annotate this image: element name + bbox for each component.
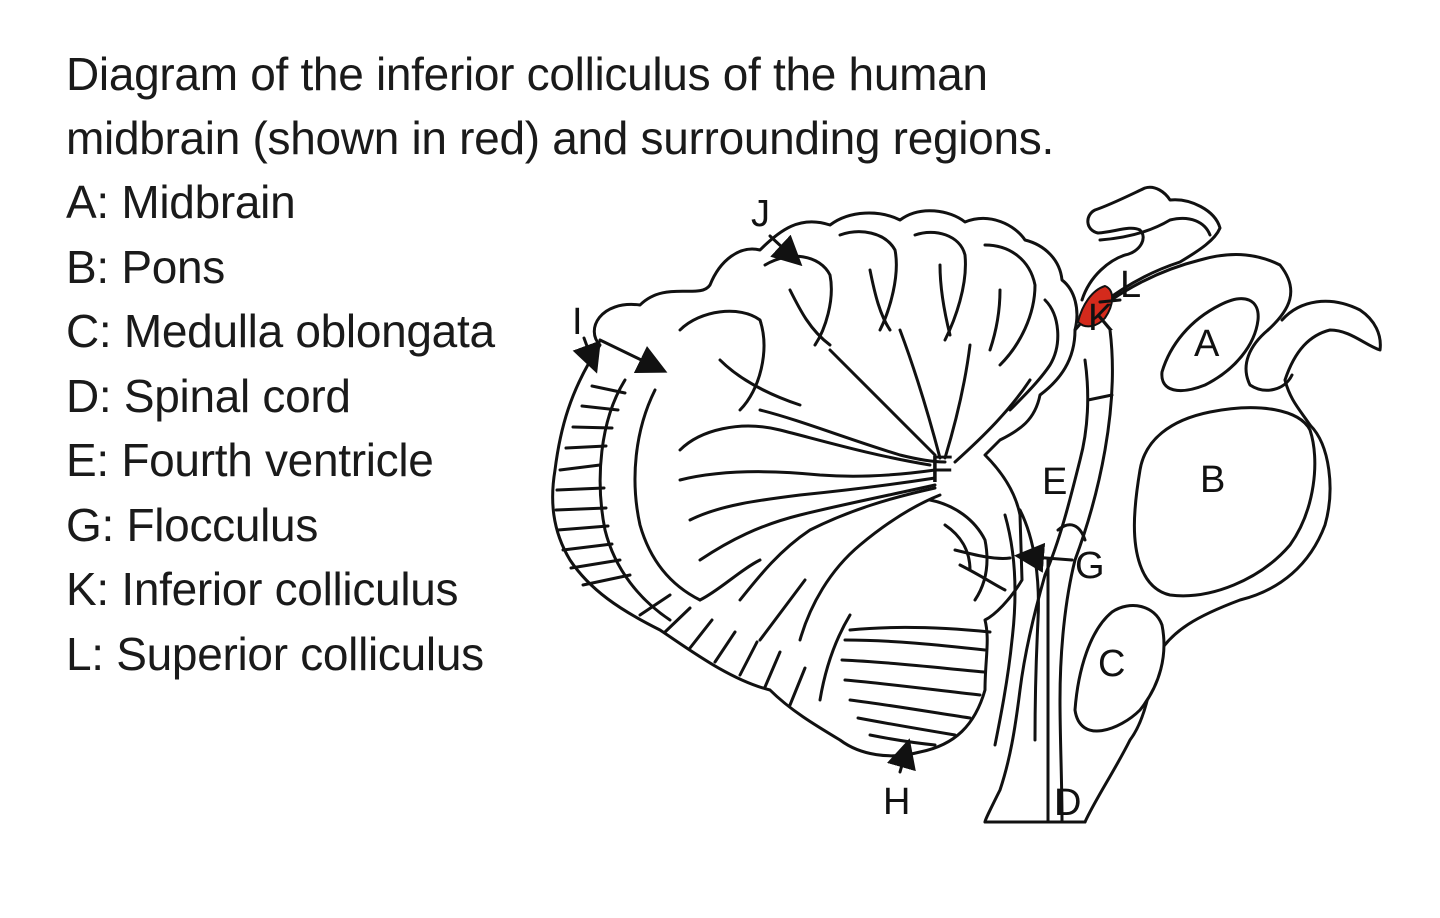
legend-list: A: Midbrain B: Pons C: Medulla oblongata… (66, 170, 495, 686)
label-H: H (883, 781, 910, 823)
label-I: I (572, 301, 583, 343)
legend-item-flocculus: G: Flocculus (66, 498, 319, 551)
caption-line-2: midbrain (shown in red) and surrounding … (66, 112, 1054, 164)
arrow-J (768, 234, 803, 267)
label-D: D (1054, 782, 1081, 824)
brainstem (983, 185, 1382, 824)
midbrain-region (1160, 297, 1260, 393)
legend-item-pons: B: Pons (66, 240, 225, 293)
cerebellum (551, 209, 1079, 758)
legend-item-inferior-colliculus: K: Inferior colliculus (66, 563, 459, 615)
legend-item-midbrain: A: Midbrain (66, 176, 296, 228)
legend-item-fourth-ventricle: E: Fourth ventricle (66, 434, 434, 486)
label-L: L (1120, 264, 1141, 306)
label-F: F (930, 449, 953, 491)
label-K: K (1088, 297, 1113, 339)
arrow-H (886, 738, 916, 774)
pons-region (1132, 406, 1317, 598)
inferior-colliculus-highlight (1076, 284, 1114, 328)
arrow-I-outer (572, 336, 601, 374)
legend-item-superior-colliculus: L: Superior colliculus (66, 627, 484, 680)
pointer-arrows (572, 234, 1122, 774)
arrow-G (1014, 542, 1074, 573)
label-G: G (1075, 545, 1105, 587)
label-B: B (1200, 459, 1225, 501)
cerebellum-outline (551, 209, 1079, 758)
brainstem-outline (1073, 185, 1222, 332)
caption-line-1: Diagram of the inferior colliculus of th… (66, 48, 988, 100)
label-E: E (1042, 461, 1067, 503)
region-labels: A B C D E F G H I J K L (572, 193, 1225, 824)
arrow-I-inner (598, 338, 668, 374)
diagram-caption: Diagram of the inferior colliculus of th… (66, 42, 1216, 170)
legend-item-medulla: C: Medulla oblongata (66, 305, 495, 357)
folia-lines (554, 384, 992, 747)
label-C: C (1098, 643, 1125, 685)
label-J: J (751, 193, 770, 235)
legend-item-spinal-cord: D: Spinal cord (66, 369, 351, 422)
leader-L (1098, 298, 1122, 304)
medulla-region (1073, 604, 1166, 733)
label-A: A (1194, 323, 1220, 365)
